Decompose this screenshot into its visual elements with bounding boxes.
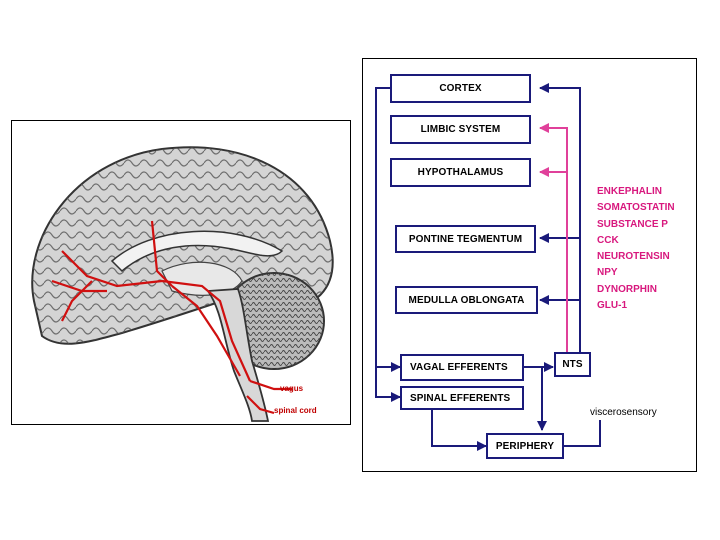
limbic-system-label: LIMBIC SYSTEM — [420, 124, 501, 135]
vagal-efferents-box: VAGAL EFFERENTS — [400, 354, 524, 381]
neuropeptide-item: SOMATOSTATIN — [597, 202, 675, 214]
neuropeptide-list: ENKEPHALIN SOMATOSTATIN SUBSTANCE P CCK … — [597, 184, 675, 314]
medulla-oblongata-box: MEDULLA OBLONGATA — [395, 286, 538, 314]
neuropeptide-item: CCK — [597, 234, 619, 246]
cortex-label: CORTEX — [439, 83, 482, 94]
viscerosensory-label: viscerosensory — [590, 407, 657, 418]
pontine-tegmentum-label: PONTINE TEGMENTUM — [408, 233, 523, 245]
hypothalamus-label: HYPOTHALAMUS — [417, 167, 504, 178]
pontine-tegmentum-box: PONTINE TEGMENTUM — [395, 225, 536, 253]
brain-illustration-frame: vagus spinal cord — [11, 120, 351, 425]
cortex-descending-arrow — [375, 87, 401, 402]
brain-sagittal-illustration: vagus spinal cord — [31, 146, 334, 422]
vagal-efferents-label: VAGAL EFFERENTS — [410, 362, 508, 373]
neuropeptide-item: GLU-1 — [597, 300, 627, 312]
neuropeptide-item: NPY — [597, 267, 618, 279]
periphery-label: PERIPHERY — [495, 440, 555, 452]
periphery-box: PERIPHERY — [486, 433, 564, 459]
nts-box: NTS — [554, 352, 591, 377]
neuropeptide-item: DYNORPHIN — [597, 283, 658, 295]
spinal-efferents-box: SPINAL EFFERENTS — [400, 386, 524, 410]
neuropeptide-item: ENKEPHALIN — [597, 186, 663, 197]
limbic-system-box: LIMBIC SYSTEM — [390, 115, 531, 144]
neuropeptide-item: NEUROTENSIN — [597, 251, 670, 263]
cortex-box: CORTEX — [390, 74, 531, 103]
vagus-label: vagus — [280, 384, 304, 393]
spinal-efferents-label: SPINAL EFFERENTS — [410, 392, 511, 404]
nerve-paths — [51, 220, 292, 415]
vagal-to-periphery-arrow — [523, 366, 547, 431]
spinal-to-periphery-arrow — [431, 408, 487, 451]
spinal-cord-label: spinal cord — [274, 406, 317, 415]
medulla-oblongata-label: MEDULLA OBLONGATA — [408, 294, 525, 306]
neuropeptide-item: SUBSTANCE P — [597, 218, 668, 230]
viscerosensory-return-line — [564, 420, 601, 447]
hypothalamus-box: HYPOTHALAMUS — [390, 158, 531, 187]
nts-to-cortex-arrow — [539, 83, 581, 352]
nts-label: NTS — [562, 359, 583, 370]
nts-to-limbic-arrow — [539, 123, 568, 352]
